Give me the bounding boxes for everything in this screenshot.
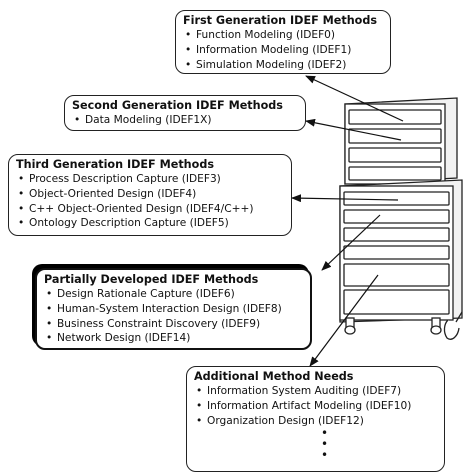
list-item: C++ Object-Oriented Design (IDEF4/C++) xyxy=(16,202,284,217)
additional-needs-title: Additional Method Needs xyxy=(194,370,354,383)
cabinet-wheels xyxy=(344,311,463,340)
list-item: Function Modeling (IDEF0) xyxy=(183,28,383,43)
list-item: Information Artifact Modeling (IDEF10) xyxy=(194,399,437,414)
partially-developed-title: Partially Developed IDEF Methods xyxy=(44,273,259,286)
list-item: Design Rationale Capture (IDEF6) xyxy=(44,287,303,302)
list-item: Process Description Capture (IDEF3) xyxy=(16,172,284,187)
upper-cabinet xyxy=(344,97,458,185)
list-item: Simulation Modeling (IDEF2) xyxy=(183,58,383,73)
first-generation-title: First Generation IDEF Methods xyxy=(183,14,378,27)
additional-needs-box: Additional Method Needs Information Syst… xyxy=(186,366,445,472)
third-generation-box: Third Generation IDEF Methods Process De… xyxy=(8,154,292,236)
list-item: Organization Design (IDEF12) xyxy=(194,414,437,429)
list-item: Information Modeling (IDEF1) xyxy=(183,43,383,58)
continuation-dot: • xyxy=(321,448,329,463)
list-item: Object-Oriented Design (IDEF4) xyxy=(16,187,284,202)
partially-developed-box: Partially Developed IDEF Methods Design … xyxy=(35,268,312,350)
list-item: Network Design (IDEF14) xyxy=(44,331,303,346)
lower-cabinet xyxy=(339,179,463,323)
list-item: Business Constraint Discovery (IDEF9) xyxy=(44,317,303,332)
list-item: Ontology Description Capture (IDEF5) xyxy=(16,216,284,231)
connector-arrows xyxy=(291,75,404,367)
second-generation-box: Second Generation IDEF Methods Data Mode… xyxy=(64,95,306,131)
second-generation-title: Second Generation IDEF Methods xyxy=(72,99,283,112)
list-item: Data Modeling (IDEF1X) xyxy=(72,113,298,128)
first-generation-box: First Generation IDEF Methods Function M… xyxy=(175,10,391,74)
third-generation-title: Third Generation IDEF Methods xyxy=(16,158,214,171)
continuation-dot: • xyxy=(321,437,329,452)
continuation-dot: • xyxy=(321,426,329,441)
list-item: Information System Auditing (IDEF7) xyxy=(194,384,437,399)
list-item: Human-System Interaction Design (IDEF8) xyxy=(44,302,303,317)
